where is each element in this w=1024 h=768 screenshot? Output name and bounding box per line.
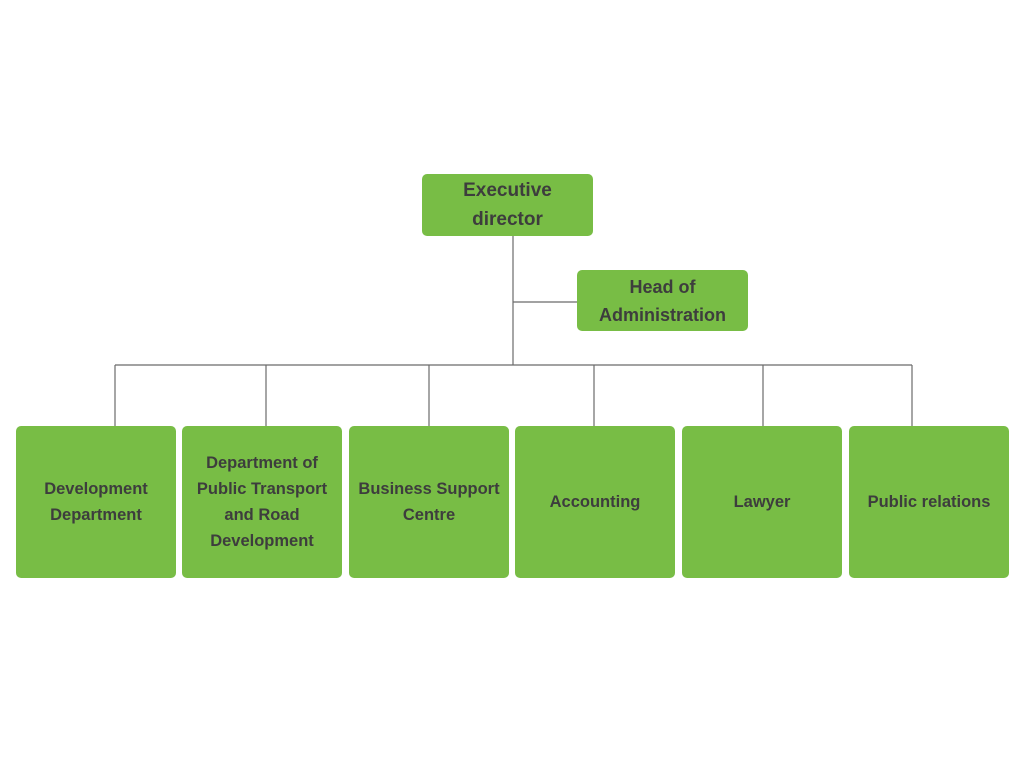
public-relations-label: Public relations <box>867 493 991 511</box>
development-department-node: Development Department <box>16 426 176 578</box>
executive-director-label: Executive director <box>463 180 552 230</box>
public-relations-node: Public relations <box>849 426 1009 578</box>
public-transport-department-node: Department of Public Transport and Road … <box>182 426 342 578</box>
public-transport-department-label: Department of Public Transport and Road … <box>196 454 328 550</box>
lawyer-node: Lawyer <box>682 426 842 578</box>
development-department-label: Development Department <box>44 480 148 524</box>
head-of-administration-label: Head of Administration <box>598 276 726 325</box>
lawyer-label: Lawyer <box>733 493 791 511</box>
business-support-centre-node: Business Support Centre <box>349 426 509 578</box>
executive-director-node: Executive director <box>422 174 593 236</box>
accounting-node: Accounting <box>515 426 675 578</box>
accounting-label: Accounting <box>549 493 641 511</box>
business-support-centre-label: Business Support Centre <box>358 480 500 524</box>
head-of-administration-node: Head of Administration <box>577 270 748 331</box>
